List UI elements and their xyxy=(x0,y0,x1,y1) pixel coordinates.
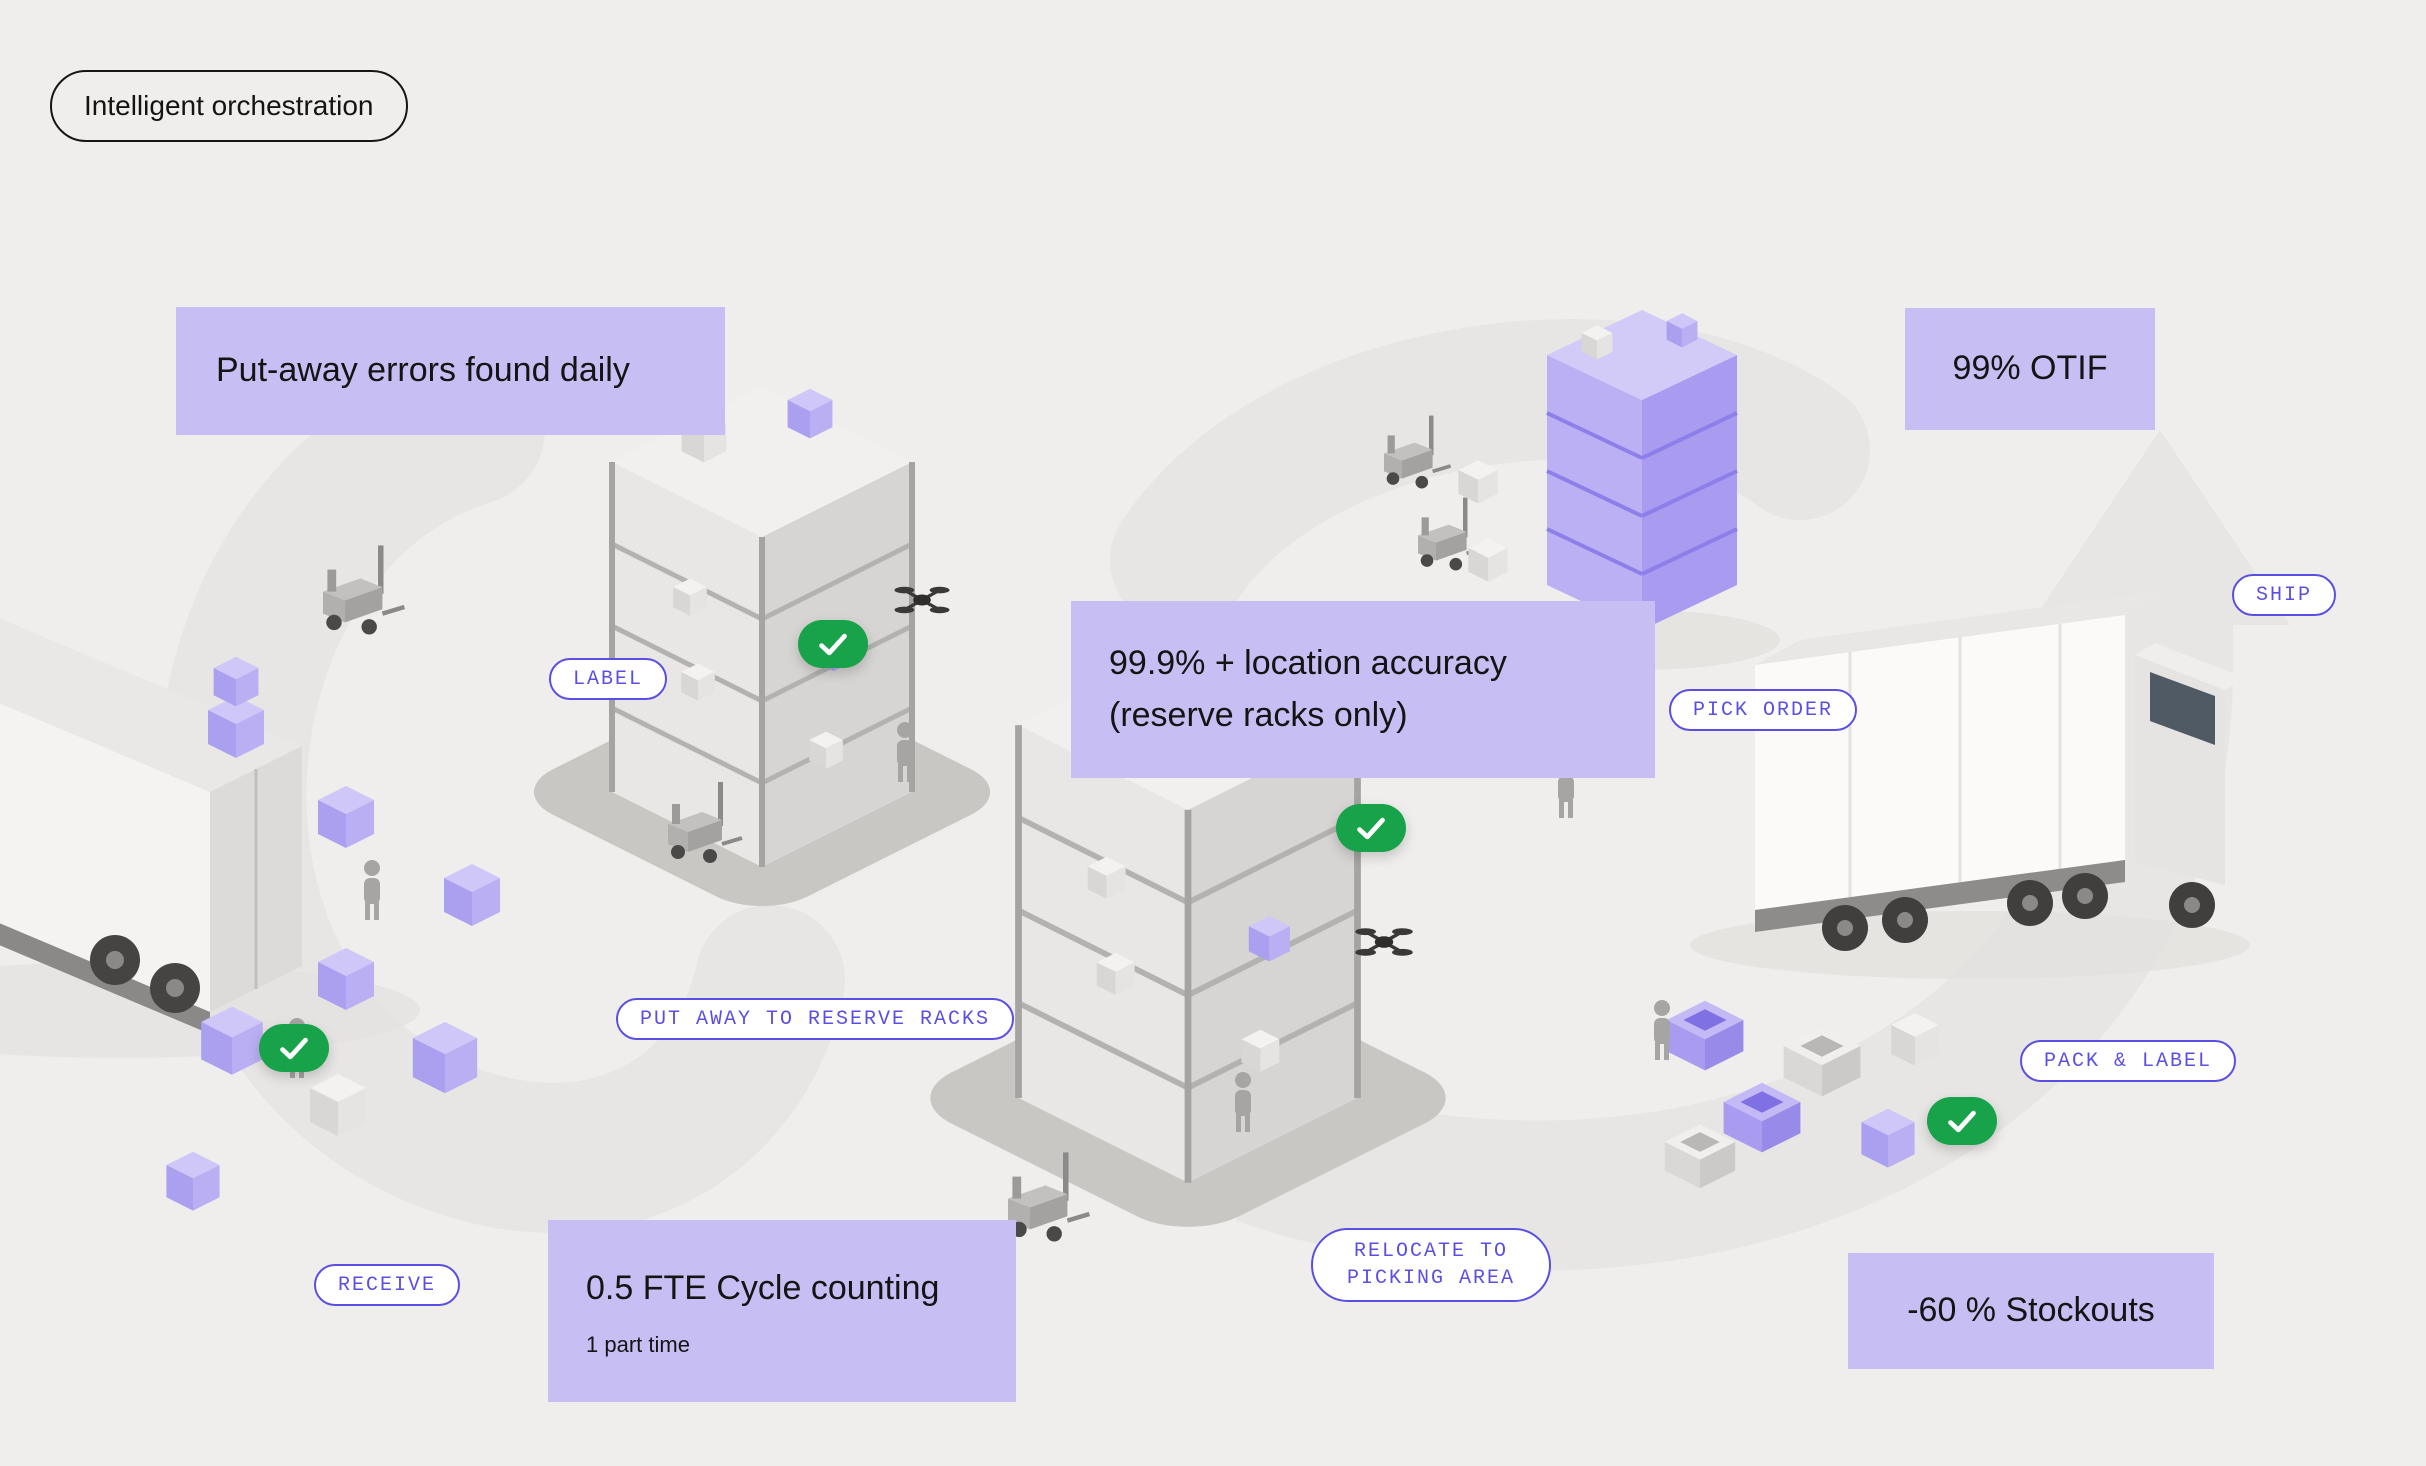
callout-stockouts-text: -60 % Stockouts xyxy=(1907,1291,2155,1330)
step-pill-relocate-line2: PICKING AREA xyxy=(1347,1267,1516,1290)
check-icon xyxy=(1357,817,1385,839)
step-pill-pack-label-text: PACK & LABEL xyxy=(2044,1049,2213,1073)
step-pill-receive: RECEIVE xyxy=(314,1264,461,1306)
callout-location-accuracy: 99.9% + location accuracy (reserve racks… xyxy=(1071,601,1655,778)
callout-putaway-errors-text: Put-away errors found daily xyxy=(216,351,630,390)
step-pill-receive-text: RECEIVE xyxy=(338,1273,437,1297)
check-icon xyxy=(819,633,847,655)
step-pill-put-away: PUT AWAY TO RESERVE RACKS xyxy=(616,998,1015,1040)
step-pill-pack-label: PACK & LABEL xyxy=(2020,1040,2237,1082)
callout-cycle-counting-subtitle: 1 part time xyxy=(586,1331,690,1357)
badge-label: Intelligent orchestration xyxy=(84,90,374,121)
check-badge-pack xyxy=(1927,1097,1997,1145)
callout-stockouts: -60 % Stockouts xyxy=(1848,1253,2214,1369)
step-pill-ship-text: SHIP xyxy=(2256,583,2313,607)
step-pill-put-away-text: PUT AWAY TO RESERVE RACKS xyxy=(640,1007,991,1031)
intelligent-orchestration-badge: Intelligent orchestration xyxy=(50,70,408,142)
step-pill-pick-order: PICK ORDER xyxy=(1669,689,1858,731)
callout-otif: 99% OTIF xyxy=(1905,308,2155,430)
step-pill-ship: SHIP xyxy=(2232,574,2337,616)
callout-cycle-counting-title: 0.5 FTE Cycle counting xyxy=(586,1268,940,1307)
step-pill-label: LABEL xyxy=(549,658,668,700)
callout-cycle-counting: 0.5 FTE Cycle counting 1 part time xyxy=(548,1220,1016,1402)
check-badge-relocate xyxy=(1336,804,1406,852)
step-pill-relocate: RELOCATE TO PICKING AREA xyxy=(1311,1228,1552,1302)
step-pill-pick-order-text: PICK ORDER xyxy=(1693,698,1834,722)
reserve-rack-tower-1 xyxy=(507,387,1016,919)
check-badge-label xyxy=(798,620,868,668)
check-icon xyxy=(280,1037,308,1059)
callout-putaway-errors: Put-away errors found daily xyxy=(176,307,725,435)
check-icon xyxy=(1948,1110,1976,1132)
check-badge-receive xyxy=(259,1024,329,1072)
step-pill-relocate-line1: RELOCATE TO xyxy=(1354,1240,1509,1263)
callout-otif-text: 99% OTIF xyxy=(1952,349,2108,388)
callout-location-accuracy-line2: (reserve racks only) xyxy=(1109,695,1408,734)
drone-icon xyxy=(1353,926,1415,958)
step-pill-label-text: LABEL xyxy=(573,667,644,691)
callout-location-accuracy-line1: 99.9% + location accuracy xyxy=(1109,643,1507,682)
shipping-truck-illustration xyxy=(1690,590,2250,979)
